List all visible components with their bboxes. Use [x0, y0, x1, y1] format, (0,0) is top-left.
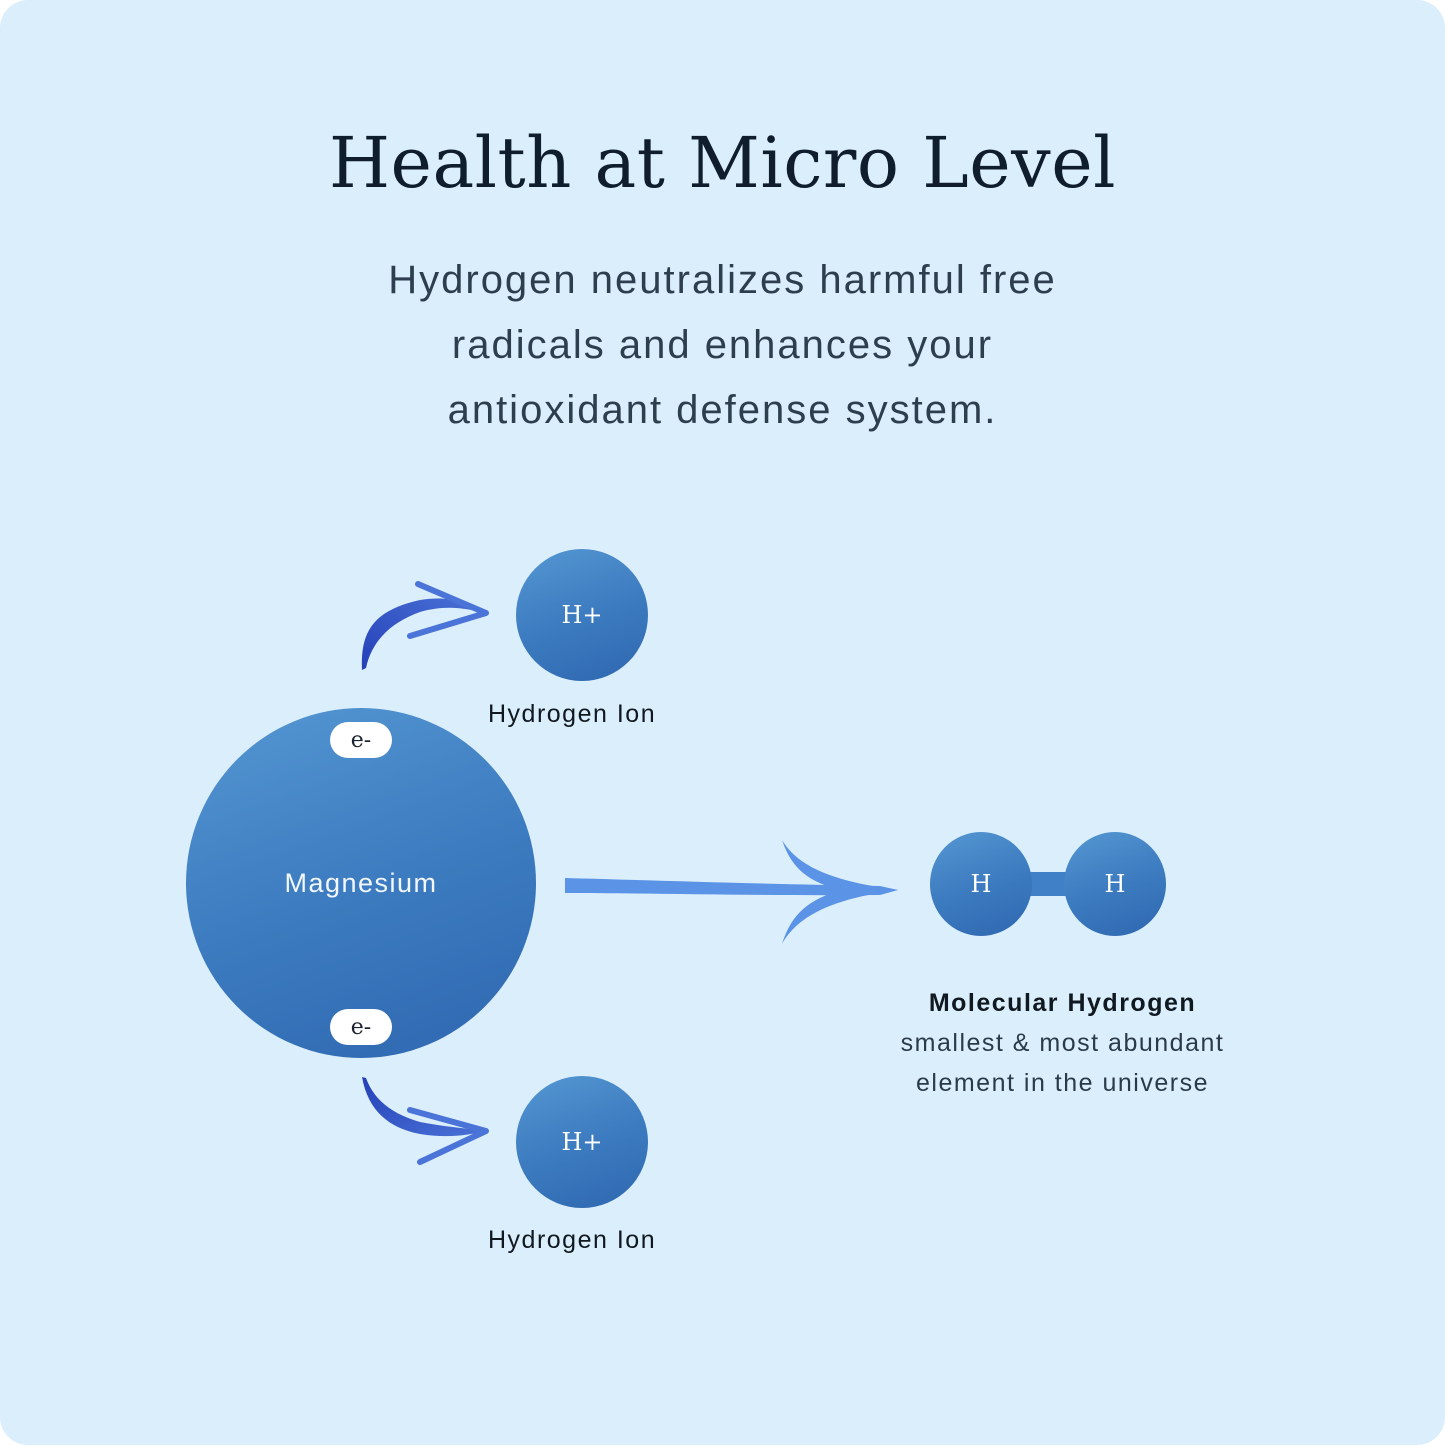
molecular-hydrogen-description: Molecular Hydrogen smallest & most abund… — [840, 983, 1285, 1103]
hydrogen-ion-caption: Hydrogen Ion — [488, 1226, 657, 1254]
subtitle-line: Hydrogen neutralizes harmful free — [388, 258, 1057, 302]
subtitle-line: radicals and enhances your — [451, 323, 994, 367]
hydrogen-ion-top: H+ — [516, 549, 648, 681]
hydrogen-atom-left: H — [930, 832, 1032, 936]
hydrogen-atom-right: H — [1064, 832, 1166, 936]
curved-arrow-up-icon — [361, 581, 489, 670]
hydrogen-atom-symbol: H — [970, 870, 992, 898]
curved-arrow-down-icon — [362, 1077, 489, 1165]
hydrogen-ion-caption: Hydrogen Ion — [488, 700, 657, 728]
hydrogen-ion-bottom: H+ — [516, 1076, 648, 1208]
molecular-hydrogen-title: Molecular Hydrogen — [928, 989, 1197, 1017]
hydrogen-ion-symbol: H+ — [561, 1128, 603, 1156]
molecular-hydrogen-line: smallest & most abundant — [900, 1029, 1225, 1057]
subtitle: Hydrogen neutralizes harmful free radica… — [0, 248, 1445, 443]
molecular-hydrogen-line: element in the universe — [916, 1069, 1209, 1097]
straight-arrow-icon — [565, 840, 898, 944]
magnesium-label: Magnesium — [284, 867, 438, 898]
electron-badge-bottom: e- — [330, 1009, 392, 1045]
magnesium-atom: Magnesium — [186, 708, 536, 1058]
page-title: Health at Micro Level — [328, 122, 1117, 204]
hydrogen-atom-symbol: H — [1104, 870, 1126, 898]
electron-badge-top: e- — [330, 722, 392, 758]
subtitle-line: antioxidant defense system. — [447, 388, 998, 432]
hydrogen-ion-symbol: H+ — [561, 601, 603, 629]
